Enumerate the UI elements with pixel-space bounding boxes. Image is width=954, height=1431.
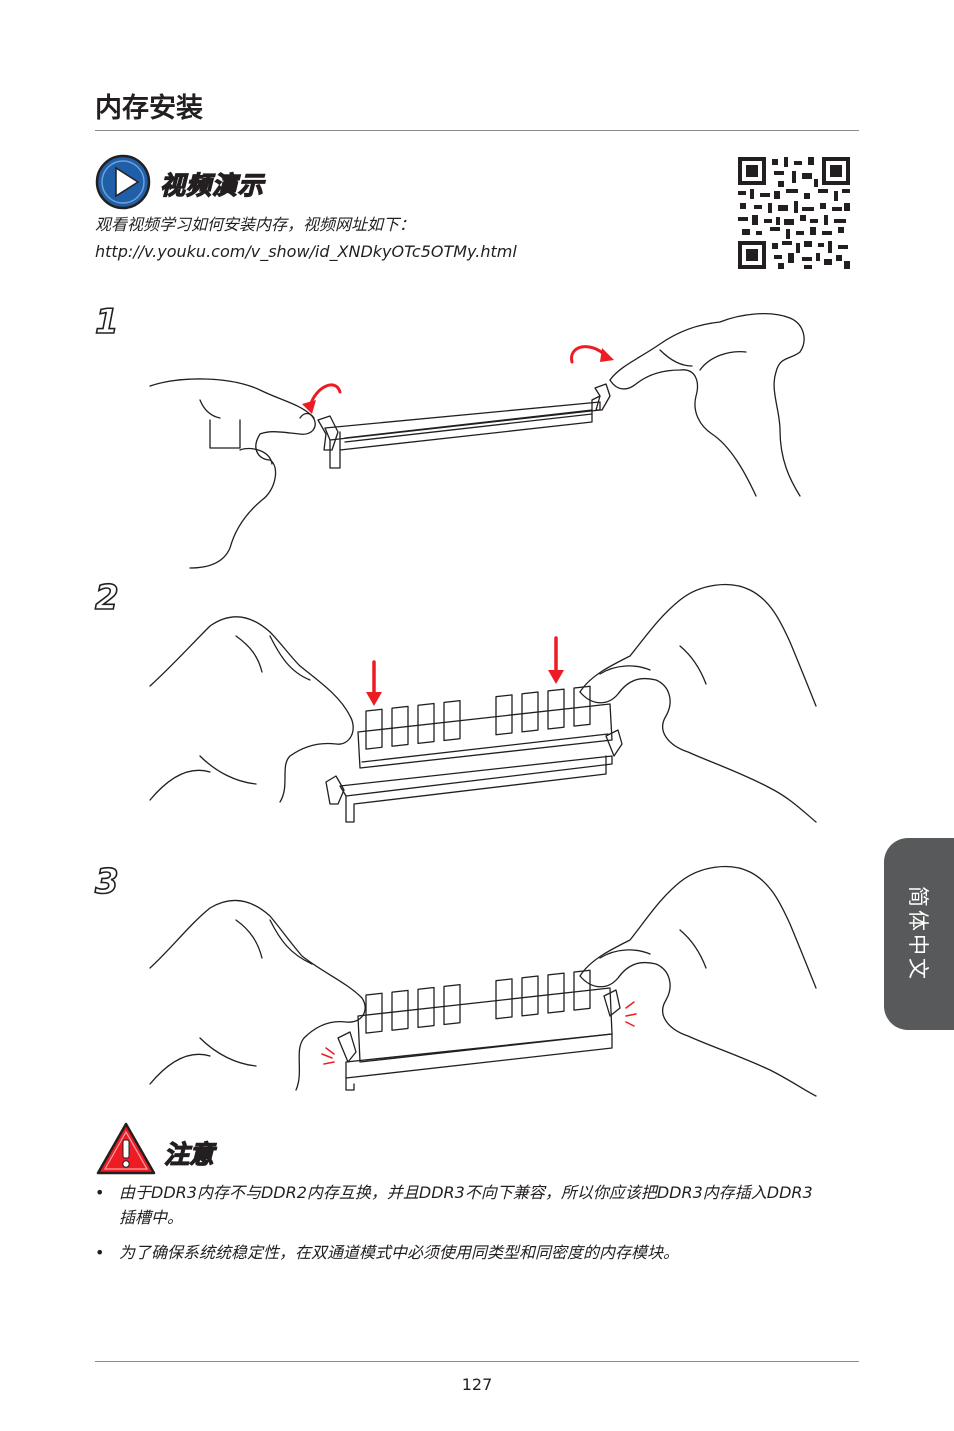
- caution-notes: • 由于DDR3内存不与DDR2内存互换，并且DDR3不向下兼容，所以你应该把DD…: [95, 1180, 815, 1275]
- video-description: 观看视频学习如何安装内存，视频网址如下：: [95, 215, 416, 234]
- play-icon[interactable]: [95, 154, 151, 210]
- step-1-illustration: [149, 313, 805, 569]
- note-text: 为了确保系统统稳定性，在双通道模式中必须使用同类型和同密度的内存模块。: [119, 1243, 680, 1262]
- warning-icon: [96, 1122, 156, 1175]
- page-number: 127: [461, 1375, 493, 1394]
- caution-heading: 注意: [163, 1139, 215, 1169]
- step-number-3: 3: [94, 861, 119, 903]
- bullet: •: [95, 1183, 105, 1202]
- step-number-2: 2: [94, 577, 119, 619]
- step-3-illustration: [149, 865, 817, 1097]
- qr-code: [738, 157, 850, 269]
- list-item: • 由于DDR3内存不与DDR2内存互换，并且DDR3不向下兼容，所以你应该把DD…: [95, 1180, 815, 1230]
- bullet: •: [95, 1243, 105, 1262]
- side-tab-label: 简体中文: [906, 886, 930, 982]
- page-title: 内存安装: [95, 93, 203, 124]
- video-heading: 视频演示: [159, 170, 265, 200]
- step-number-1: 1: [94, 301, 119, 343]
- video-url-link[interactable]: http://v.youku.com/v_show/id_XNDkyOTc5OT…: [95, 242, 517, 261]
- footer-divider: [95, 1361, 859, 1362]
- header-divider: [95, 130, 859, 131]
- note-text: 由于DDR3内存不与DDR2内存互换，并且DDR3不向下兼容，所以你应该把DDR…: [119, 1183, 813, 1227]
- step-2-illustration: [149, 583, 817, 823]
- language-side-tab[interactable]: 简体中文: [884, 838, 954, 1030]
- list-item: • 为了确保系统统稳定性，在双通道模式中必须使用同类型和同密度的内存模块。: [95, 1240, 815, 1265]
